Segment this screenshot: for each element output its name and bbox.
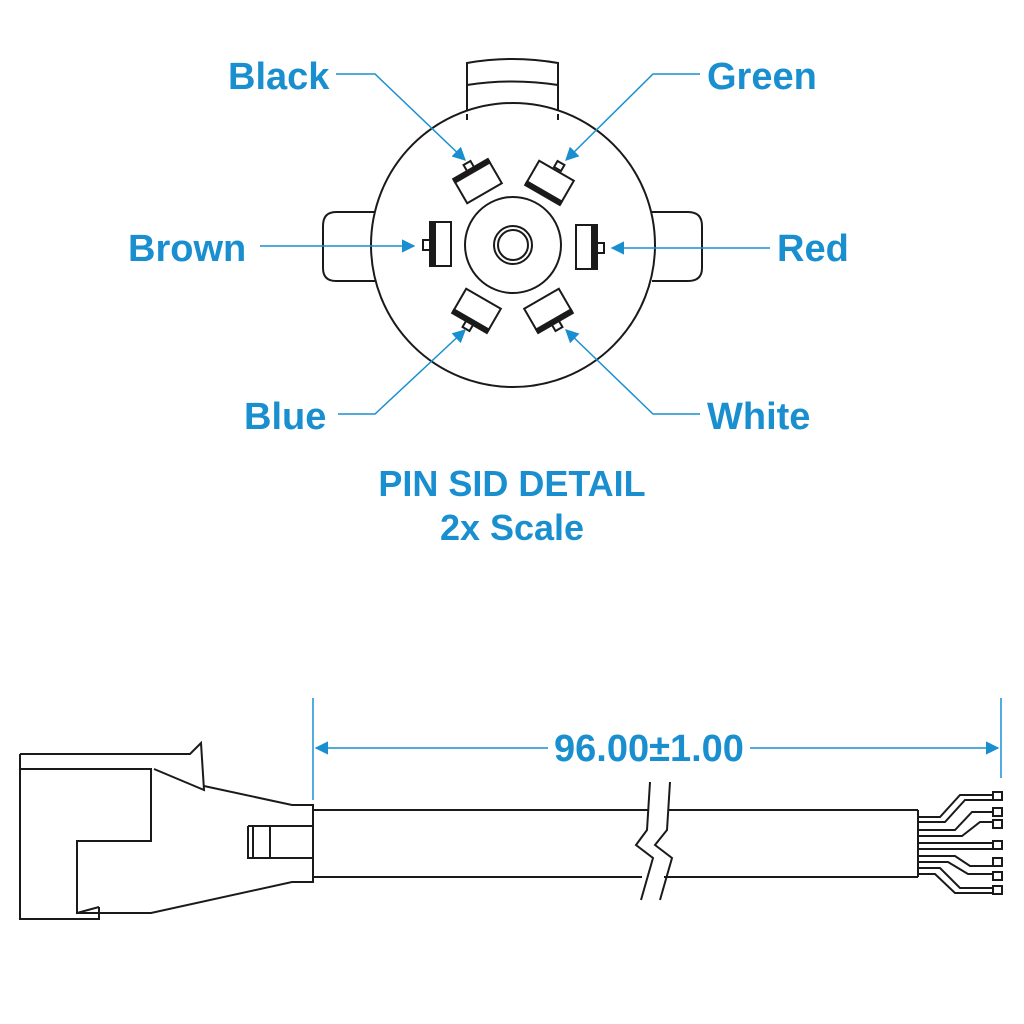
pin-brown [422,221,452,267]
pin-red [575,224,605,270]
label-blue: Blue [244,396,327,438]
label-white: White [707,396,811,438]
cable [313,781,1003,901]
label-green: Green [707,56,817,98]
pin-blue [450,287,503,335]
cable-length-dimension: 96.00±1.00 [548,730,750,768]
label-red: Red [777,228,849,270]
connector-face [322,58,703,388]
pin-green [523,159,576,207]
pin-white [522,287,575,335]
label-black: Black [228,56,330,98]
detail-scale: 2x Scale [439,507,585,548]
plug-body [19,740,314,920]
leader-lines [260,73,770,415]
label-brown: Brown [128,228,247,270]
pin-black [451,157,504,205]
detail-title: PIN SID DETAIL [378,463,646,504]
